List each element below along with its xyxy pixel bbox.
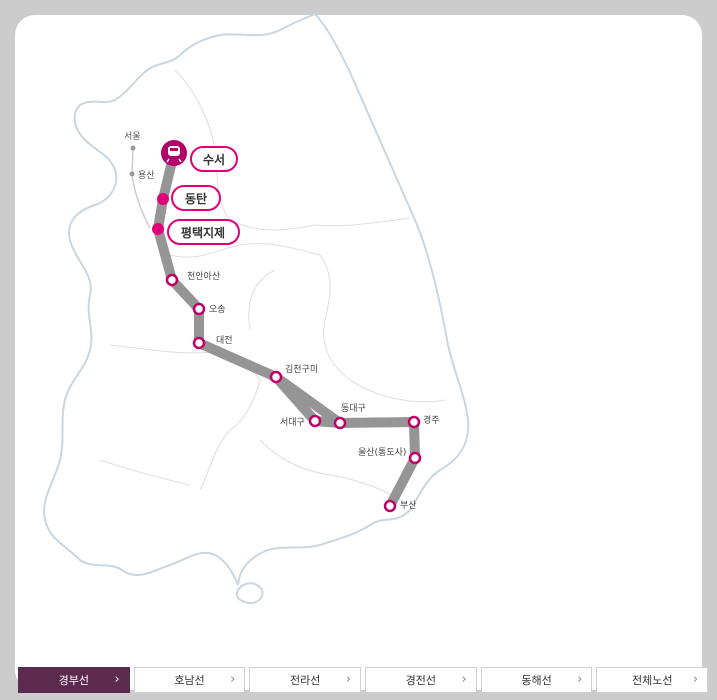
chevron-right-icon: › bbox=[114, 672, 120, 687]
station-gimcheon[interactable]: 김천구미 bbox=[269, 363, 318, 384]
station-pyeongtaek[interactable]: 평택지제 bbox=[152, 219, 240, 245]
province-lines bbox=[99, 69, 446, 501]
dongtan-label: 동탄 bbox=[185, 191, 207, 206]
yongsan-label: 용산 bbox=[138, 170, 155, 181]
station-ulsan[interactable]: 울산(통도사) bbox=[358, 447, 422, 465]
tab-label: 호남선 bbox=[174, 674, 205, 687]
island-outline bbox=[235, 582, 264, 604]
station-osong[interactable]: 오송 bbox=[192, 302, 226, 316]
tab-label: 경전선 bbox=[405, 674, 437, 687]
chevron-right-icon: › bbox=[692, 672, 699, 687]
tab-all-lines[interactable]: 전체노선 › bbox=[596, 667, 709, 693]
chevron-right-icon: › bbox=[230, 672, 236, 687]
tab-label: 전체노선 bbox=[631, 674, 673, 687]
korea-outline bbox=[43, 12, 470, 586]
daejeon-label: 대전 bbox=[216, 335, 233, 346]
seoul-label: 서울 bbox=[124, 131, 141, 142]
map-card bbox=[15, 15, 702, 690]
tab-label: 전라선 bbox=[289, 674, 321, 687]
chevron-right-icon: › bbox=[345, 672, 352, 687]
station-seodaegu[interactable]: 서대구 bbox=[280, 414, 322, 428]
dongdaegu-label: 동대구 bbox=[341, 403, 366, 414]
pyeongtaek-label: 평택지제 bbox=[181, 225, 225, 240]
seoul-connector bbox=[131, 147, 151, 229]
tab-jeolla[interactable]: 전라선 › bbox=[249, 667, 362, 693]
busan-label: 부산 bbox=[400, 500, 417, 511]
gyeongju-label: 경주 bbox=[423, 414, 440, 426]
osong-label: 오송 bbox=[209, 304, 226, 315]
station-daejeon[interactable]: 대전 bbox=[192, 335, 233, 350]
station-busan[interactable]: 부산 bbox=[383, 499, 417, 513]
station-gyeongju[interactable]: 경주 bbox=[407, 414, 440, 429]
yongsan-dot bbox=[129, 171, 135, 177]
station-dongdaegu[interactable]: 동대구 bbox=[333, 403, 366, 430]
chevron-right-icon: › bbox=[577, 672, 583, 687]
seodaegu-label: 서대구 bbox=[280, 417, 305, 428]
suseo-label: 수서 bbox=[203, 152, 225, 167]
gimcheon-label: 김천구미 bbox=[285, 363, 318, 375]
station-dongtan[interactable]: 동탄 bbox=[157, 185, 221, 211]
station-suseo[interactable]: 수서 bbox=[161, 140, 238, 172]
station-cheonan[interactable]: 천안아산 bbox=[165, 271, 220, 287]
tab-donghae[interactable]: 동해선 › bbox=[480, 667, 593, 693]
gyeongbu-branch bbox=[271, 372, 345, 428]
chevron-right-icon: › bbox=[461, 672, 467, 687]
tab-label: 경부선 bbox=[58, 674, 90, 687]
cheonan-label: 천안아산 bbox=[187, 271, 220, 282]
tab-label: 동해선 bbox=[521, 674, 552, 687]
tab-gyeongbu[interactable]: 경부선 › bbox=[18, 667, 130, 693]
line-tabs: 경부선 › 호남선 › 전라선 › 경전선 › 동해선 › 전체노선 › bbox=[18, 667, 709, 693]
tab-honam[interactable]: 호남선 › bbox=[133, 667, 246, 693]
seoul-dot bbox=[130, 145, 136, 151]
tab-gyeongjeon[interactable]: 경전선 › bbox=[365, 667, 477, 693]
ulsan-label: 울산(통도사) bbox=[358, 447, 406, 458]
